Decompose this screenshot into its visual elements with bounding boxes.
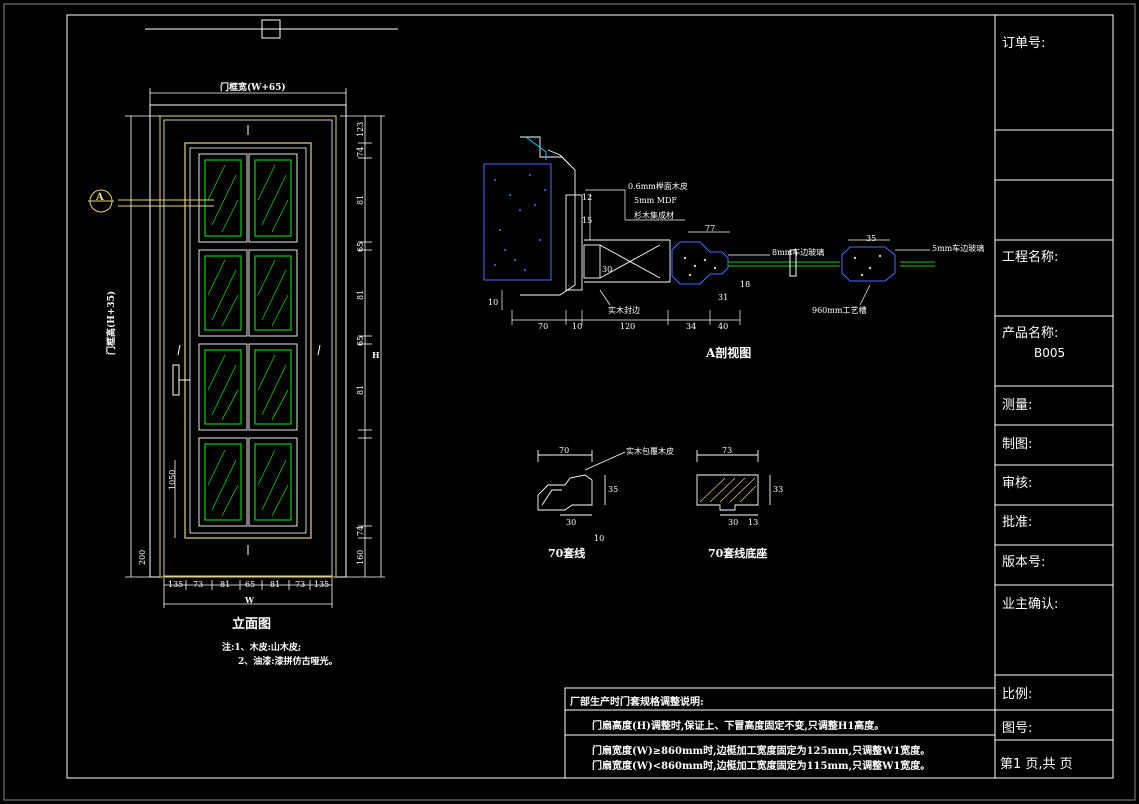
notes-line1: 门扇高度(H)调整时,保证上、下冒高度固定不变,只调整H1高度。 (592, 721, 885, 732)
profile-70-casing-base (696, 450, 771, 516)
bottom-dim-4: 65 (245, 580, 256, 589)
section-dim-77: 77 (705, 224, 716, 233)
product-name-value: B005 (1034, 346, 1066, 360)
order-no-label: 订单号: (1002, 36, 1046, 51)
bottom-dim-6: 73 (295, 580, 306, 589)
elevation-w-label: W (245, 595, 254, 605)
right-dim-4: 65 (356, 241, 365, 252)
notes-box-frame (564, 687, 996, 779)
right-dim-7: 81 (356, 384, 365, 395)
section-dim-10b: 10 (488, 298, 499, 307)
elevation-h-label: H (372, 350, 380, 360)
bottom-dim-2: 73 (193, 580, 204, 589)
drawing-no-label: 图号: (1002, 721, 1033, 736)
profile-right-bottom1: 30 (728, 518, 739, 527)
door-elevation (88, 88, 385, 608)
right-dim-2: 74 (356, 146, 365, 157)
profile-left-bottom1: 30 (566, 518, 577, 527)
project-name-label: 工程名称: (1002, 250, 1059, 265)
section-dim-30: 30 (602, 265, 613, 274)
elevation-note1: 注:1、木皮:山木皮; (222, 643, 302, 653)
notes-line2: 门扇宽度(W)≥860mm时,边梃加工宽度固定为125mm,只调整W1宽度。 (592, 746, 931, 757)
bottom-dim-5: 81 (270, 580, 281, 589)
profile-left-side: 35 (608, 485, 619, 494)
callout-groove: 960mm工艺槽 (812, 306, 867, 315)
product-name-label: 产品名称: (1002, 326, 1059, 341)
right-dim-8: 74 (356, 525, 365, 536)
section-dim-40: 40 (718, 322, 729, 331)
notes-line3: 门扇宽度(W)<860mm时,边梃加工宽度固定为115mm,只调整W1宽度。 (592, 761, 931, 772)
right-dim-5: 81 (356, 289, 365, 300)
section-dim-70: 70 (538, 322, 549, 331)
notes-heading: 厂部生产时门套规格调整说明: (570, 697, 704, 708)
right-dim-3: 81 (356, 194, 365, 205)
profile-right-side: 33 (773, 485, 784, 494)
right-dim-1: 123 (356, 121, 365, 137)
right-dim-9: 160 (356, 549, 365, 565)
callout-fir: 杉木集成材 (634, 211, 674, 220)
elevation-title: 立面图 (232, 617, 272, 632)
section-dim-15: 15 (582, 216, 593, 225)
owner-confirm-label: 业主确认: (1002, 597, 1059, 612)
section-dim-35: 35 (866, 234, 877, 243)
drafting-label: 制图: (1002, 437, 1033, 452)
callout-glass-8: 8mm车边玻璃 (772, 248, 825, 257)
profile-left-callout: 实木包覆木皮 (626, 447, 674, 456)
section-marker-letter: A (96, 192, 104, 203)
bottom-dim-7: 135 (314, 580, 330, 589)
profile-left-bottom2: 10 (594, 534, 605, 543)
title-block (994, 15, 1113, 778)
callout-glass-5: 5mm车边玻璃 (932, 244, 985, 253)
bottom-dim-3: 81 (220, 580, 231, 589)
elevation-height-label: 门框高(H+35) (107, 290, 117, 355)
approve-label: 批准: (1002, 515, 1033, 530)
callout-veneer: 0.6mm榉面木皮 (628, 182, 688, 191)
section-a-drawing (483, 136, 935, 325)
section-dim-34: 34 (686, 322, 697, 331)
elevation-note2: 2、油漆:漆拼仿古哑光。 (238, 657, 338, 667)
profile-right-top: 73 (722, 446, 733, 455)
scale-label: 比例: (1002, 687, 1033, 702)
callout-mdf: 5mm MDF (634, 196, 677, 205)
handle-height-dim: 1050 (168, 469, 177, 490)
section-a-title: A剖视图 (706, 346, 752, 360)
bottom-dim-1: 135 (168, 580, 184, 589)
profile-70-casing (537, 450, 626, 516)
profile-left-top: 70 (559, 446, 570, 455)
profile-right-bottom2: 13 (748, 518, 759, 527)
measure-label: 测量: (1002, 398, 1033, 413)
profile-right-title: 70套线底座 (708, 547, 768, 560)
section-dim-12: 12 (582, 193, 593, 202)
version-label: 版本号: (1002, 555, 1046, 570)
section-dim-18: 18 (740, 280, 751, 289)
review-label: 审核: (1002, 476, 1033, 491)
elevation-width-label: 门框宽(W+65) (220, 83, 286, 93)
drawing-border (66, 14, 1114, 779)
right-dim-6: 65 (356, 335, 365, 346)
callout-edge: 实木封边 (608, 306, 640, 315)
section-dim-31: 31 (718, 293, 729, 302)
top-scale-mark (145, 19, 398, 39)
bottom-dim: 200 (138, 549, 147, 565)
profile-left-title: 70套线 (548, 547, 586, 560)
section-dim-120: 120 (620, 322, 636, 331)
page-label: 第1 页,共 页 (1000, 757, 1073, 772)
section-dim-10: 10 (572, 322, 583, 331)
